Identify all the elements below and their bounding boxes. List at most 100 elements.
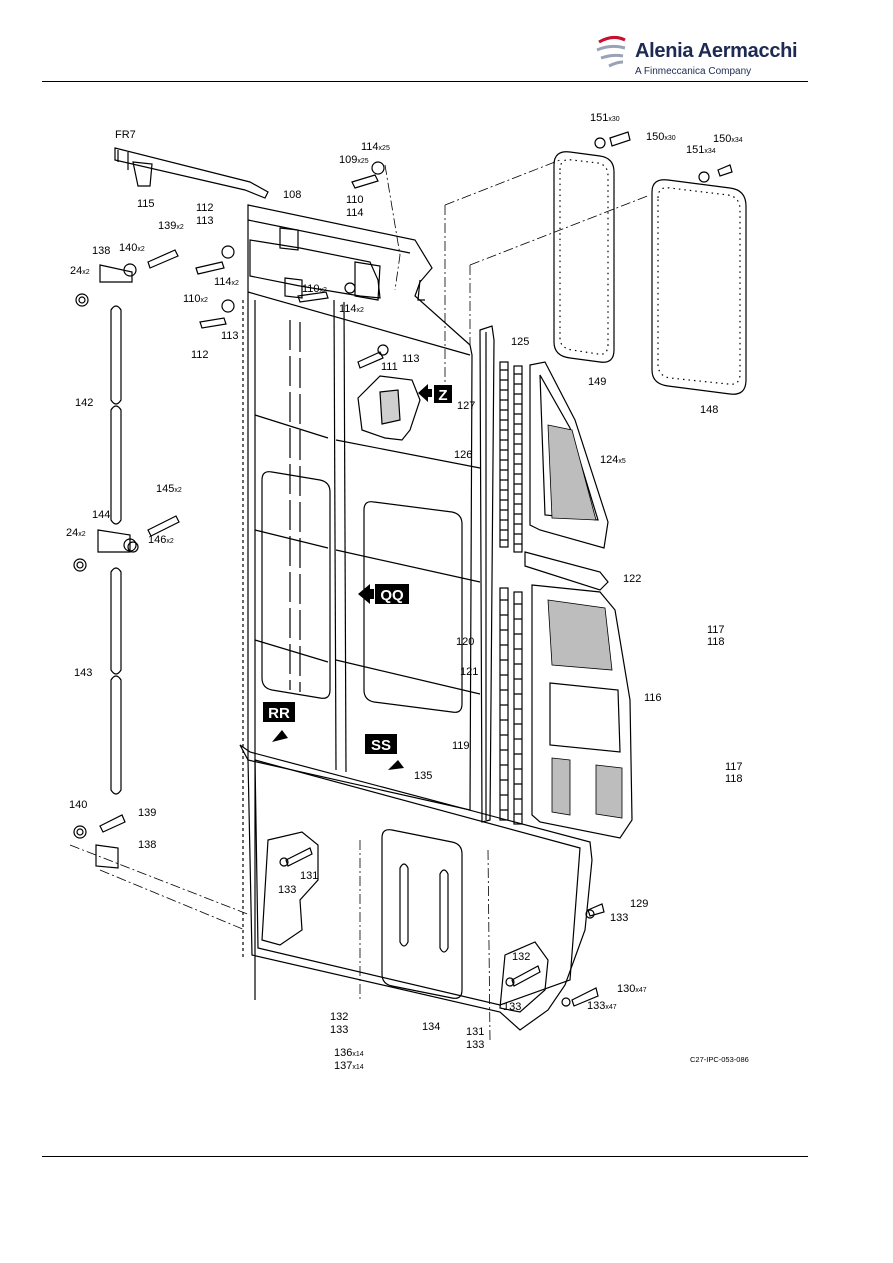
callout-150: 150x30 [646,131,676,143]
callout-143: 143 [74,667,92,679]
callout-quantity: x2 [232,280,240,287]
callout-110: 110 [346,194,364,206]
frame-label: FR7 [115,129,136,141]
callout-quantity: x2 [78,531,86,538]
view-tag-z: Z [418,384,452,404]
callout-149: 149 [588,376,606,388]
callout-113: 113 [402,353,420,365]
hinge-strip [479,325,495,823]
callout-114: 114x2 [214,276,239,288]
svg-text:RR: RR [268,705,290,722]
fasteners [73,131,733,1007]
svg-text:SS: SS [371,737,391,754]
callout-133: 133 [466,1039,484,1051]
callout-114: 114x25 [361,141,390,153]
callout-112: 112 [191,349,209,361]
callout-111: 111 [381,361,398,373]
callout-138: 138 [92,245,110,257]
upper-trim-panel [529,361,609,549]
callout-quantity: x2 [174,487,182,494]
view-tag-ss: SS [365,734,404,770]
header-divider [42,81,808,82]
callout-146: 146x2 [148,534,174,546]
frame-beam [114,147,269,199]
callout-134: 134 [422,1021,440,1033]
callout-132: 132 [512,951,530,963]
callout-139: 139x2 [158,220,184,232]
callout-122: 122 [623,573,641,585]
callout-quantity: x2 [357,307,365,314]
company-logo: Alenia Aermacchi A Finmeccanica Company [595,26,805,82]
callout-133: 133 [330,1024,348,1036]
view-tag-qq: QQ [358,584,409,604]
callout-quantity: x30 [664,135,675,142]
callout-108: 108 [283,189,301,201]
callout-135: 135 [414,770,432,782]
callout-150: 150x34 [713,133,743,145]
callout-quantity: x2 [137,246,145,253]
callout-119: 119 [452,740,470,752]
window-panel-148 [651,179,747,395]
callout-quantity: x47 [635,987,646,994]
callout-133: 133x47 [587,1000,617,1012]
view-tag-rr: RR [263,702,295,742]
callout-quantity: x30 [608,116,619,123]
callout-quantity: x2 [176,224,184,231]
seal-strips [499,361,523,825]
callout-127: 127 [457,400,475,412]
callout-121: 121 [460,666,478,678]
lower-door-panel [239,744,593,1031]
callout-138: 138 [138,839,156,851]
callout-114: 114x2 [339,303,364,315]
tube-assembly [95,264,133,869]
callout-131: 131 [466,1026,484,1038]
callout-113: 113 [196,215,214,227]
detail-cutaway-z [357,375,421,441]
callout-140: 140x2 [119,242,145,254]
callout-130: 130x47 [617,983,647,995]
callout-133: 133 [503,1001,521,1013]
callout-quantity: x25 [379,145,390,152]
callout-115: 115 [137,198,155,210]
callout-quantity: x34 [704,148,715,155]
callout-112: 112 [196,202,214,214]
callout-quantity: x47 [605,1004,616,1011]
footer-divider [42,1156,808,1157]
callout-quantity: x2 [166,538,174,545]
lower-trim-panel [524,551,633,839]
callout-quantity: x5 [618,458,626,465]
door-frame [242,204,481,1000]
callout-131: 131 [300,870,318,882]
callout-148: 148 [700,404,718,416]
figure-reference-code: C27-IPC-053-086 [690,1055,749,1064]
callout-quantity: x34 [731,137,742,144]
callout-151: 151x30 [590,112,620,124]
callout-139: 139 [138,807,156,819]
window-panel-149 [553,151,615,363]
callout-quantity: x14 [352,1051,363,1058]
callout-110: 110x2 [302,283,327,295]
logo-mark-icon [596,35,626,68]
callout-125: 125 [511,336,529,348]
callout-118: 118 [725,773,743,785]
callout-133: 133 [278,884,296,896]
callout-114: 114 [346,207,364,219]
callout-129: 129 [630,898,648,910]
callout-quantity: x25 [357,158,368,165]
callout-120: 120 [456,636,474,648]
callout-117: 117 [725,761,743,773]
callout-117: 117 [707,624,725,636]
callout-137: 137x14 [334,1060,364,1072]
callout-132: 132 [330,1011,348,1023]
svg-text:QQ: QQ [380,587,404,604]
callout-116: 116 [644,692,662,704]
upper-bracket-assembly [249,227,381,301]
svg-text:Z: Z [438,387,447,404]
callout-109: 109x25 [339,154,369,166]
leader-lines [69,159,651,1041]
callout-quantity: x2 [201,297,209,304]
callout-151: 151x34 [686,144,716,156]
callout-140: 140 [69,799,87,811]
